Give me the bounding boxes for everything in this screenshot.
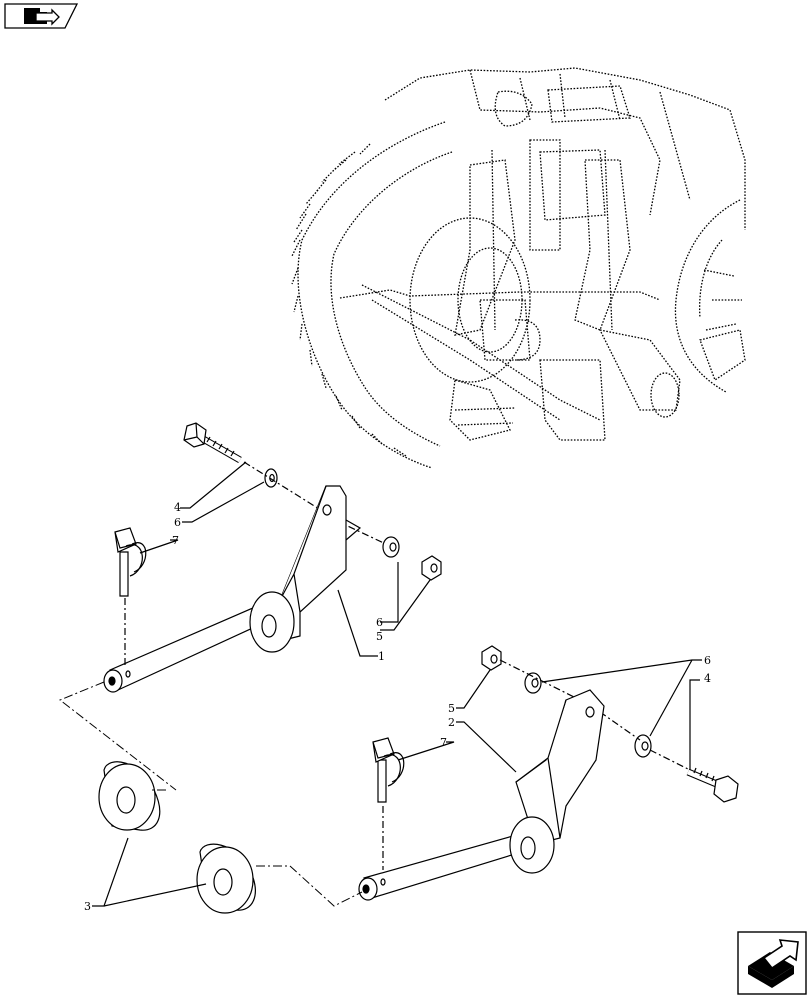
callout-4-right: 4 xyxy=(704,672,711,685)
callout-4-left: 4 xyxy=(174,501,181,514)
lynch-pin-left xyxy=(114,527,147,597)
callout-5-mid: 5 xyxy=(376,630,383,643)
assembly-centerlines xyxy=(59,681,363,907)
right-pin-assembly xyxy=(358,645,739,901)
callout-1: 1 xyxy=(378,650,385,663)
next-page-arrow-icon[interactable] xyxy=(737,931,807,995)
callout-2: 2 xyxy=(448,716,455,729)
left-pin-assembly xyxy=(103,422,442,693)
pin-right xyxy=(363,833,529,899)
bolt-right xyxy=(686,767,739,803)
spacer-washers xyxy=(92,761,256,914)
tractor-rear-view xyxy=(291,67,746,469)
callout-3: 3 xyxy=(84,900,91,913)
callout-7-right: 7 xyxy=(440,736,447,749)
folder-arrow-icon[interactable] xyxy=(4,3,79,29)
callout-6-right: 6 xyxy=(704,654,711,667)
pin-left xyxy=(109,603,271,691)
lynch-pin-right xyxy=(372,737,405,803)
callout-6-mid: 6 xyxy=(376,616,383,629)
callout-5-right: 5 xyxy=(448,702,455,715)
callout-6-left: 6 xyxy=(174,516,181,529)
bolt-left xyxy=(183,422,242,464)
callout-labels: 4 6 7 6 5 1 5 2 7 6 4 3 xyxy=(84,501,711,913)
callout-7-left: 7 xyxy=(172,534,179,547)
